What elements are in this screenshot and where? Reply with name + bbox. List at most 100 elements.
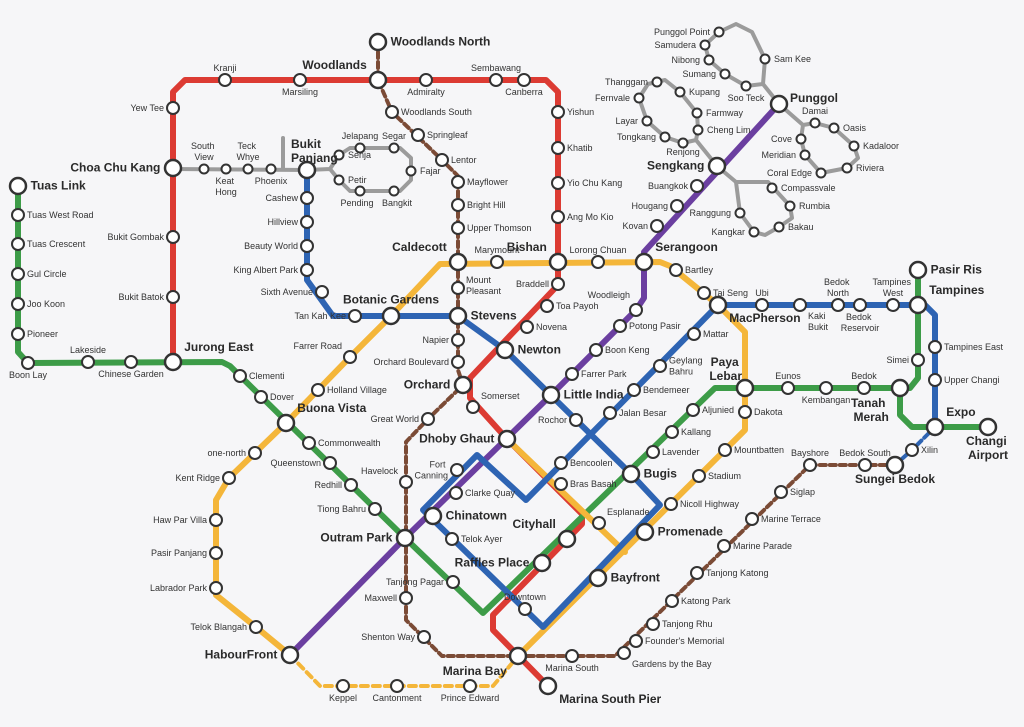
station-bedok[interactable] [857,381,871,395]
station-kadaloor[interactable] [848,140,860,152]
station-buangkok[interactable] [690,179,704,193]
station-marina-south-pier[interactable] [538,676,558,696]
station-marina-bay[interactable] [508,646,528,666]
station-holland-village[interactable] [311,383,325,397]
station-keppel[interactable] [336,679,350,693]
station-kangkar[interactable] [748,226,760,238]
station-little-india[interactable] [541,385,561,405]
station-tan-kah-kee[interactable] [348,309,362,323]
station-joo-koon[interactable] [11,297,25,311]
station-kembangan[interactable] [819,381,833,395]
station-canberra[interactable] [517,73,531,87]
station-hillview[interactable] [300,215,314,229]
station-tanjong-pagar[interactable] [446,575,460,589]
station-bedok-north[interactable] [831,298,845,312]
station-cashew[interactable] [300,191,314,205]
station-siglap[interactable] [774,485,788,499]
station-oasis[interactable] [828,122,840,134]
station-napier[interactable] [451,333,465,347]
station-labrador-park[interactable] [209,581,223,595]
station-tanjong-katong[interactable] [690,566,704,580]
station-sembawang[interactable] [489,73,503,87]
station-tanah-merah[interactable] [890,378,910,398]
station-kupang[interactable] [674,86,686,98]
station-outram-park[interactable] [395,528,415,548]
station-tuas-crescent[interactable] [11,237,25,251]
station-boon-keng[interactable] [589,343,603,357]
station-farrer-park[interactable] [565,367,579,381]
station-expo[interactable] [925,417,945,437]
station-cityhall[interactable] [557,529,577,549]
station-ranggung[interactable] [734,207,746,219]
station-gardens-by-the-bay[interactable] [617,646,631,660]
station-king-albert-park[interactable] [300,263,314,277]
station-marymount[interactable] [490,255,504,269]
station-lorong-chuan[interactable] [591,255,605,269]
station-kovan[interactable] [650,219,664,233]
station-tai-seng[interactable] [697,286,711,300]
station-khatib[interactable] [551,141,565,155]
station-toa-payoh[interactable] [540,299,554,313]
station-compassvale[interactable] [766,182,778,194]
station-yio-chu-kang[interactable] [551,176,565,190]
station-segar[interactable] [388,142,400,154]
station-keat-hong[interactable] [220,163,232,175]
station-commonwealth[interactable] [302,436,316,450]
station-bukit-batok[interactable] [166,290,180,304]
station-promenade[interactable] [635,522,655,542]
station-tuas-link[interactable] [8,176,28,196]
station-clarke-quay[interactable] [449,486,463,500]
station-bencoolen[interactable] [554,456,568,470]
station-lakeside[interactable] [81,355,95,369]
station-serangoon[interactable] [634,252,654,272]
station-bukit-panjang[interactable] [297,160,317,180]
station-pasir-panjang[interactable] [209,546,223,560]
station-bayfront[interactable] [588,568,608,588]
station-changi-airport[interactable] [978,417,998,437]
station-jurong-east[interactable] [163,352,183,372]
station-marine-terrace[interactable] [745,512,759,526]
station-clementi[interactable] [233,369,247,383]
station-eunos[interactable] [781,381,795,395]
station-shenton-way[interactable] [417,630,431,644]
station-farmway[interactable] [691,107,703,119]
station-prince-edward[interactable] [463,679,477,693]
station-chinatown[interactable] [423,506,443,526]
station-upper-changi[interactable] [928,373,942,387]
station-somerset[interactable] [466,400,480,414]
station-fernvale[interactable] [633,92,645,104]
station-bedok-reservoir[interactable] [853,298,867,312]
station-mattar[interactable] [687,327,701,341]
station-rochor[interactable] [569,413,583,427]
station-farrer-road[interactable] [343,350,357,364]
station-boon-lay[interactable] [21,356,35,370]
station-bishan[interactable] [548,252,568,272]
station-admiralty[interactable] [419,73,433,87]
station-kent-ridge[interactable] [222,471,236,485]
station-sixth-avenue[interactable] [315,285,329,299]
station-woodleigh[interactable] [629,303,643,317]
station-coral-edge[interactable] [815,167,827,179]
station-pending[interactable] [354,185,366,197]
station-nibong[interactable] [703,54,715,66]
station-botanic-gardens[interactable] [381,306,401,326]
station-tiong-bahru[interactable] [368,502,382,516]
station-aljunied[interactable] [686,403,700,417]
station-petir[interactable] [333,174,345,186]
station-stadium[interactable] [692,469,706,483]
station-layar[interactable] [641,115,653,127]
station-bayshore[interactable] [803,458,817,472]
station-potong-pasir[interactable] [613,319,627,333]
station-raffles-place[interactable] [532,553,552,573]
station-marine-parade[interactable] [717,539,731,553]
station-caldecott[interactable] [448,252,468,272]
station-beauty-world[interactable] [300,239,314,253]
station-punggol-point[interactable] [713,26,725,38]
station-sengkang[interactable] [707,156,727,176]
station-tampines-east[interactable] [928,340,942,354]
station-tuas-west-road[interactable] [11,208,25,222]
station-south-view[interactable] [198,163,210,175]
station-newton[interactable] [495,340,515,360]
station-bright-hill[interactable] [451,198,465,212]
station-great-world[interactable] [421,412,435,426]
